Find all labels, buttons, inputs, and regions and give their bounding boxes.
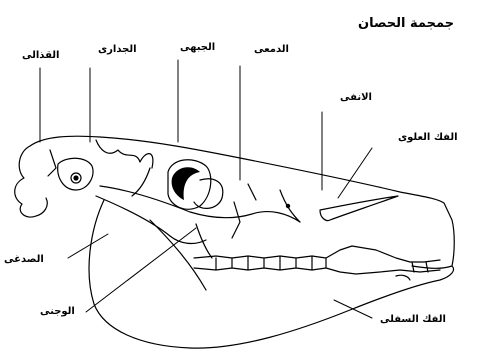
lower-tooth-row [194, 268, 440, 274]
upper-tooth-row [194, 246, 440, 262]
mandible-outline [89, 200, 453, 348]
zygomatic-arch [100, 186, 300, 222]
orbit-shadow [172, 167, 200, 200]
occipital-condyle [58, 158, 93, 190]
temporal-process [96, 196, 206, 243]
label-lacrimal: الدمعى [254, 44, 289, 55]
label-mandible: الفك السفلى [380, 314, 446, 325]
label-parietal: الجدارى [98, 44, 137, 55]
label-temporal: الصدغى [4, 254, 44, 265]
cranial-sutures [48, 140, 153, 196]
label-nasal: الانفى [340, 92, 372, 103]
label-maxilla: الفك العلوى [398, 132, 458, 143]
diagram-title: جمجمة الحصان [358, 16, 454, 31]
mandible-ramus [150, 220, 212, 290]
nasal-notch [320, 196, 398, 221]
label-zygomatic: الوجنى [40, 306, 75, 317]
label-occipital: القذالى [22, 50, 59, 61]
occipital-bumps [15, 146, 48, 217]
label-frontal: الجبهى [180, 42, 215, 53]
mental-foramen [396, 275, 410, 280]
infraorbital-foramen [286, 204, 289, 207]
upper-skull-outline [30, 136, 454, 268]
